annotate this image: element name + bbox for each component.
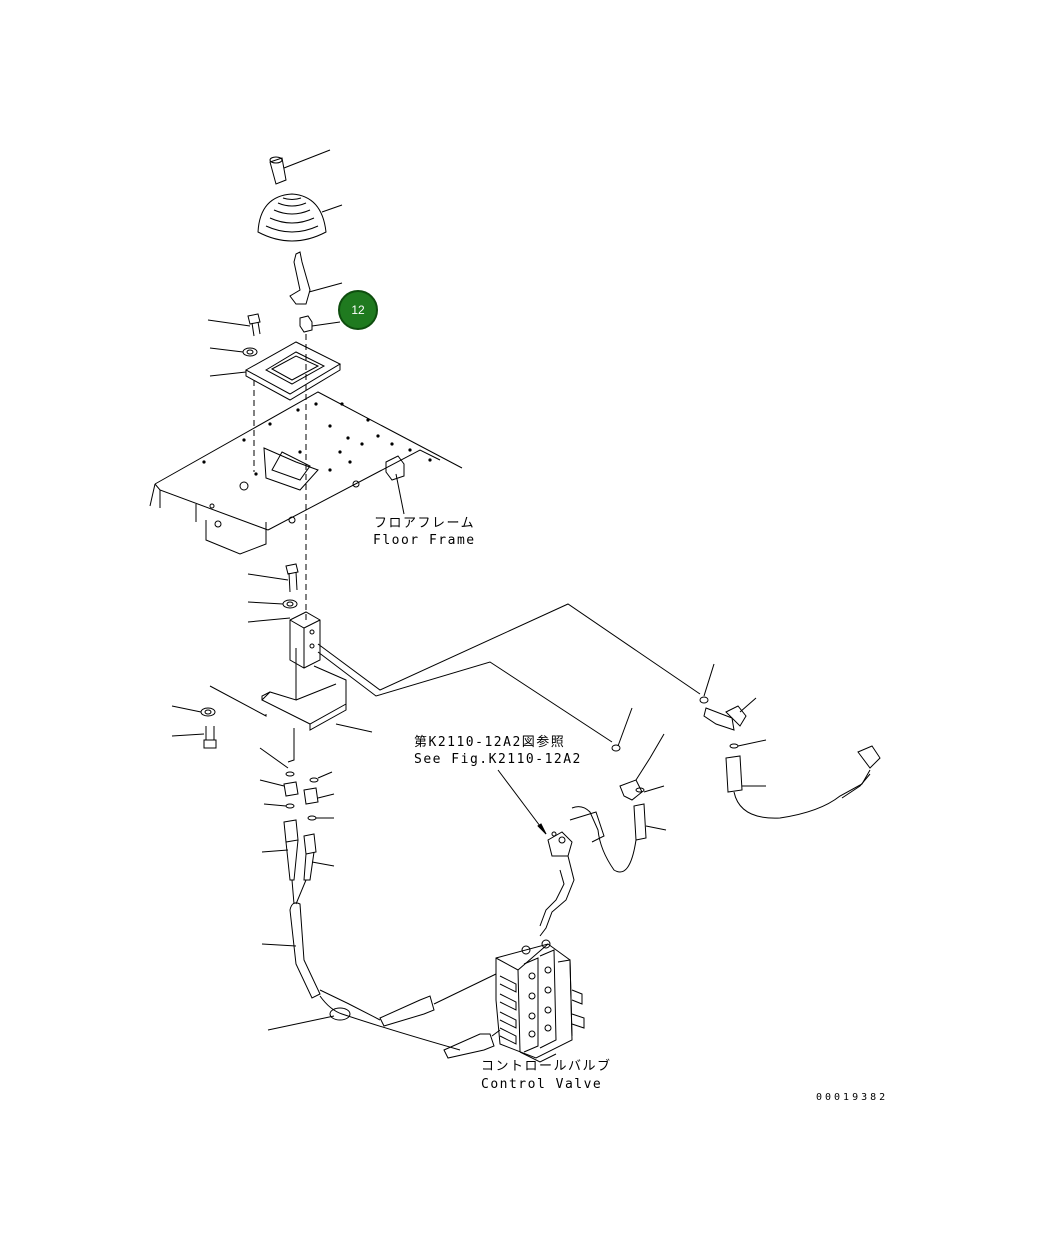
lever-knob [270, 150, 330, 184]
see-fig-label-jp: 第K2110-12A2図参照 [414, 735, 566, 750]
see-fig-leader [498, 770, 546, 834]
pilot-lines [318, 604, 700, 742]
see-fig-label-en: See Fig.K2110-12A2 [414, 752, 582, 767]
mounting-hardware-left [172, 706, 216, 748]
hose-fittings-right [572, 664, 766, 872]
outline-step [288, 728, 294, 762]
reference-number-badge[interactable]: 12 [338, 290, 378, 330]
alignment-guides [254, 334, 306, 620]
floor-frame-label-jp: フロアフレーム [374, 516, 476, 531]
control-valve-body [434, 940, 584, 1062]
ppc-valve [248, 612, 320, 668]
hose-fittings-left [260, 748, 334, 820]
control-valve-label-en: Control Valve [481, 1077, 603, 1092]
hose-far-right [726, 746, 880, 818]
hose-center [540, 812, 604, 936]
floor-frame-label-en: Floor Frame [373, 533, 476, 548]
valve-bracket [210, 648, 372, 732]
mounting-hardware-middle [248, 564, 298, 608]
hoses-left [262, 820, 494, 1058]
control-valve-label-jp: コントロールバルブ [481, 1059, 612, 1074]
drawing-number: 00019382 [816, 1092, 889, 1103]
lever-boot [258, 194, 342, 241]
floor-frame [150, 392, 462, 554]
lever [290, 252, 342, 332]
mounting-hardware-upper [208, 314, 340, 400]
